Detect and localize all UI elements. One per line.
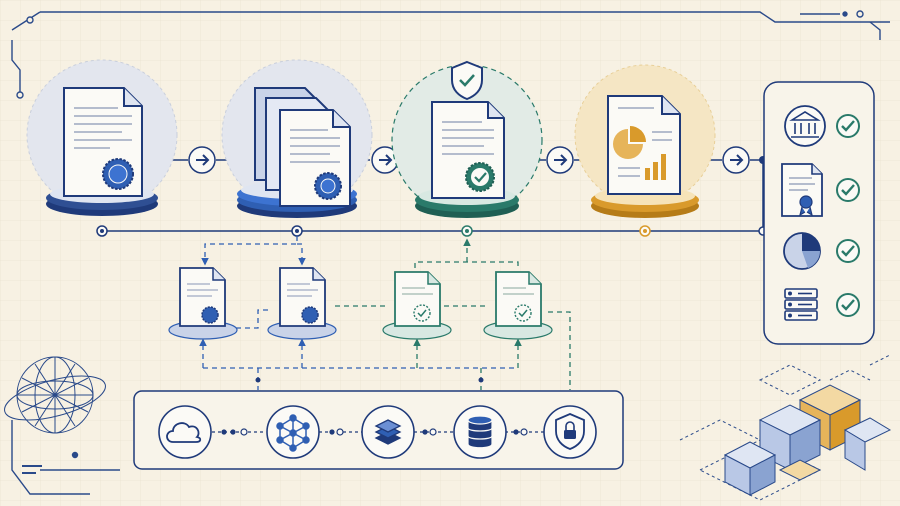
isometric-blocks	[679, 354, 892, 501]
infra-network	[266, 405, 320, 459]
arrow-node-2	[371, 146, 399, 174]
decor-dots	[22, 465, 42, 474]
bank-icon	[789, 111, 821, 138]
stage-report-document	[574, 64, 716, 218]
seal-icon	[102, 158, 134, 190]
database-icon	[467, 415, 493, 449]
infra-cloud	[158, 405, 212, 459]
chart-icon	[613, 126, 666, 180]
infra-database	[453, 405, 507, 459]
seal-icon	[314, 172, 342, 200]
arrow-node-3	[546, 146, 574, 174]
seal-icon	[201, 306, 219, 324]
check-icon	[836, 293, 860, 317]
check-badge-icon	[465, 162, 495, 192]
stage-verified-document	[391, 60, 543, 218]
lock-shield-icon	[555, 413, 585, 450]
dashed-check-icon	[413, 304, 431, 322]
stage-certified-document	[26, 59, 178, 216]
output-item-pie	[783, 232, 860, 270]
output-item-certificate	[781, 163, 860, 217]
bus-line	[96, 160, 768, 237]
stage-document-batch	[221, 59, 373, 218]
arrow-node-4	[722, 146, 750, 174]
dashed-links	[199, 236, 571, 390]
check-icon	[836, 178, 860, 202]
pie-chart-icon	[783, 232, 821, 270]
check-icon	[836, 114, 860, 138]
output-item-bank	[784, 105, 860, 147]
mid-doc-2	[267, 267, 337, 340]
infra-links	[212, 428, 546, 436]
shield-check-icon	[451, 60, 483, 101]
circuit-frame	[11, 10, 890, 495]
mid-doc-4	[483, 271, 553, 340]
dashed-link-dots	[255, 377, 484, 383]
globe-icon	[4, 356, 106, 434]
output-item-server	[784, 288, 860, 321]
mid-doc-3	[382, 271, 452, 340]
infra-layers	[361, 405, 415, 459]
layers-icon	[374, 419, 402, 445]
check-icon	[836, 239, 860, 263]
arrow-node-1	[188, 146, 216, 174]
server-icon	[784, 288, 818, 321]
seal-icon	[301, 306, 319, 324]
certificate-icon	[781, 163, 823, 217]
infra-security	[543, 405, 597, 459]
mid-doc-1	[168, 267, 238, 340]
dashed-check-icon	[514, 304, 532, 322]
cloud-icon	[166, 422, 202, 443]
network-icon	[276, 414, 310, 452]
